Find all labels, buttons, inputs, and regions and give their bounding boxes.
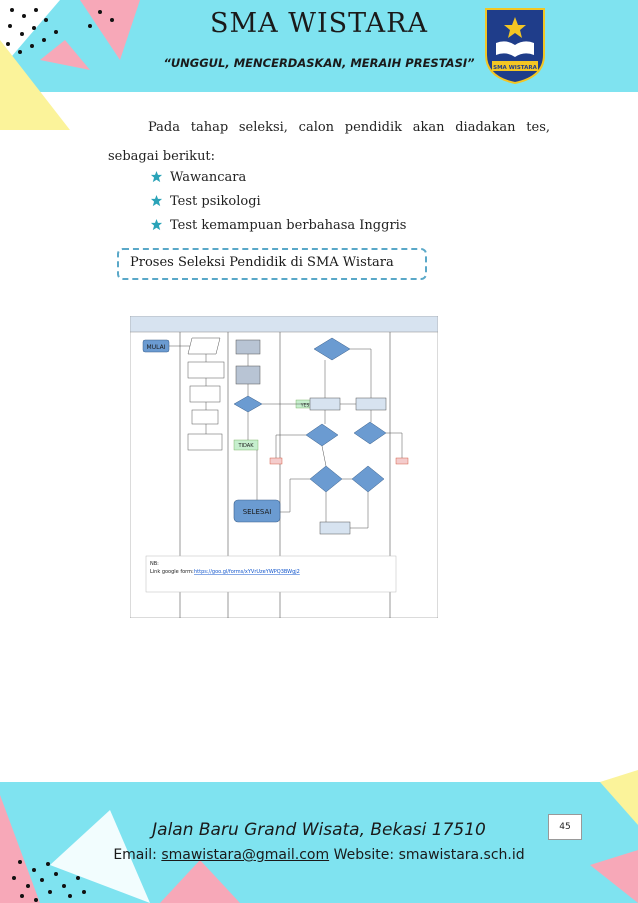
star-bullet-icon bbox=[150, 171, 163, 183]
school-motto: “UNGGUL, MENCERDASKAN, MERAIH PRESTASI” bbox=[163, 56, 475, 70]
email-label: Email: bbox=[113, 847, 157, 863]
selection-flowchart: MULAI YES TIDAK SELESAI bbox=[130, 316, 438, 618]
bullet-text: Wawancara bbox=[170, 170, 247, 185]
email-link[interactable]: smawistara@gmail.com bbox=[161, 847, 330, 863]
logo-text: SMA WISTARA bbox=[493, 65, 537, 71]
list-item: Test kemampuan berbahasa Inggris bbox=[150, 218, 406, 233]
paragraph-2: sebagai berikut: bbox=[108, 149, 216, 164]
caption-frame bbox=[117, 248, 427, 280]
footer-address: Jalan Baru Grand Wisata, Bekasi 17510 bbox=[152, 820, 486, 840]
footer-decoration bbox=[0, 770, 638, 903]
note-prefix: NB: bbox=[150, 561, 159, 567]
bullet-text: Test kemampuan berbahasa Inggris bbox=[170, 218, 407, 233]
school-logo: SMA WISTARA bbox=[485, 8, 545, 85]
no-label: TIDAK bbox=[238, 443, 255, 449]
yes-label: YES bbox=[300, 403, 310, 409]
footer-contact: Email: smawistara@gmail.com Website: sma… bbox=[0, 847, 638, 863]
page-number: 45 bbox=[548, 814, 582, 840]
website-text: smawistara.sch.id bbox=[398, 847, 525, 863]
website-label: Website: bbox=[333, 847, 395, 863]
list-item: Wawancara bbox=[150, 170, 246, 185]
school-name: SMA WISTARA bbox=[210, 8, 428, 39]
flow-start: MULAI bbox=[147, 344, 166, 351]
figure-caption: Proses Seleksi Pendidik di SMA Wistara bbox=[130, 255, 394, 270]
header-decoration bbox=[0, 0, 140, 130]
list-item: Test psikologi bbox=[150, 194, 261, 209]
note-link-label: Link google form: bbox=[150, 569, 194, 575]
google-form-link[interactable]: https://goo.gl/forms/xYVrUzeYWPQ3BWgj2 bbox=[194, 569, 300, 575]
bullet-text: Test psikologi bbox=[170, 194, 261, 209]
paragraph-1: Pada tahap seleksi, calon pendidik akan … bbox=[148, 120, 550, 135]
star-bullet-icon bbox=[150, 219, 163, 231]
star-bullet-icon bbox=[150, 195, 163, 207]
flow-end: SELESAI bbox=[243, 508, 272, 516]
